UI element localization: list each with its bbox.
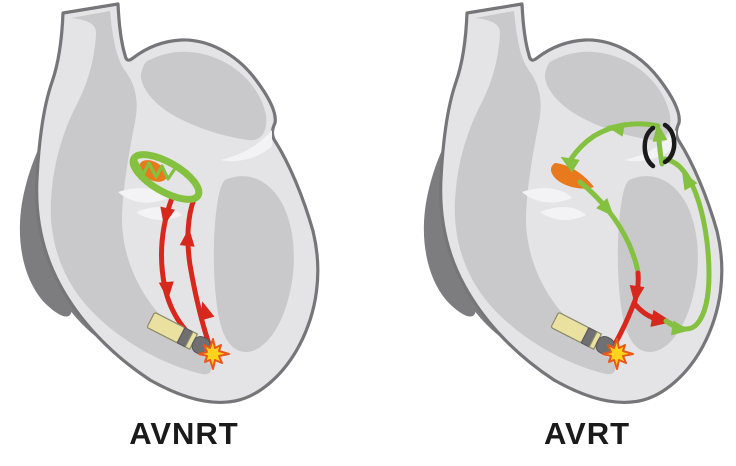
av-node-reentry-loop-icon <box>129 151 203 203</box>
septal-descent-limb <box>577 179 641 276</box>
atrial-limb <box>568 121 661 162</box>
panel-label-avrt: AVRT <box>543 416 631 451</box>
reentry-zigzag-icon <box>134 159 176 181</box>
free-wall-return-limb <box>662 156 712 332</box>
accessory-pathway-brackets-icon <box>662 122 677 165</box>
accessory-pathway-brackets-icon <box>642 125 656 169</box>
panel-avrt: AVRT <box>368 0 736 466</box>
panel-avnrt: AVNRT <box>18 2 320 451</box>
avnrt-heart-diagram <box>18 2 320 404</box>
reentry-up-limb <box>185 196 214 353</box>
avrt-heart-diagram <box>422 2 724 404</box>
panel-label-avnrt: AVNRT <box>129 416 239 451</box>
